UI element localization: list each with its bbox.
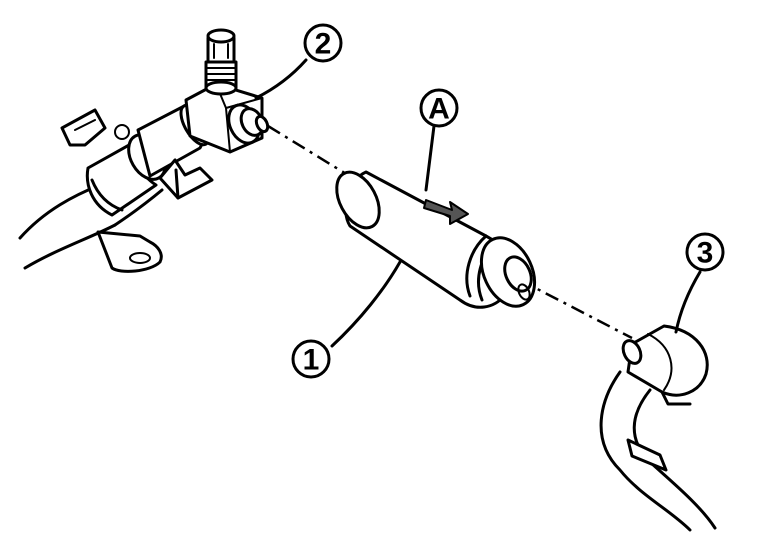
callout-a-label: A <box>428 93 450 126</box>
clamp-tab <box>60 108 107 147</box>
callout-a: A <box>419 88 459 128</box>
callout-1-label: 1 <box>303 344 320 377</box>
direction-arrow-icon <box>423 199 469 225</box>
left-pipe-assembly <box>18 28 270 273</box>
bracket-slot <box>129 252 151 264</box>
leader-1 <box>330 260 402 348</box>
callout-1: 1 <box>291 339 331 379</box>
bracket-plate <box>96 230 163 273</box>
alignment-line-left <box>267 124 357 182</box>
right-pipe-assembly <box>599 324 717 532</box>
service-valve <box>204 28 238 96</box>
leader-a <box>424 124 436 192</box>
pipe-fitting-block <box>626 324 709 397</box>
leader-2 <box>254 58 308 100</box>
callout-2: 2 <box>303 23 343 63</box>
callout-2-label: 2 <box>315 28 332 61</box>
alignment-line-right <box>519 278 633 340</box>
leader-3 <box>674 270 702 334</box>
callout-3: 3 <box>685 232 725 272</box>
receiver-cylinder <box>335 170 537 309</box>
callout-3-label: 3 <box>697 237 714 270</box>
